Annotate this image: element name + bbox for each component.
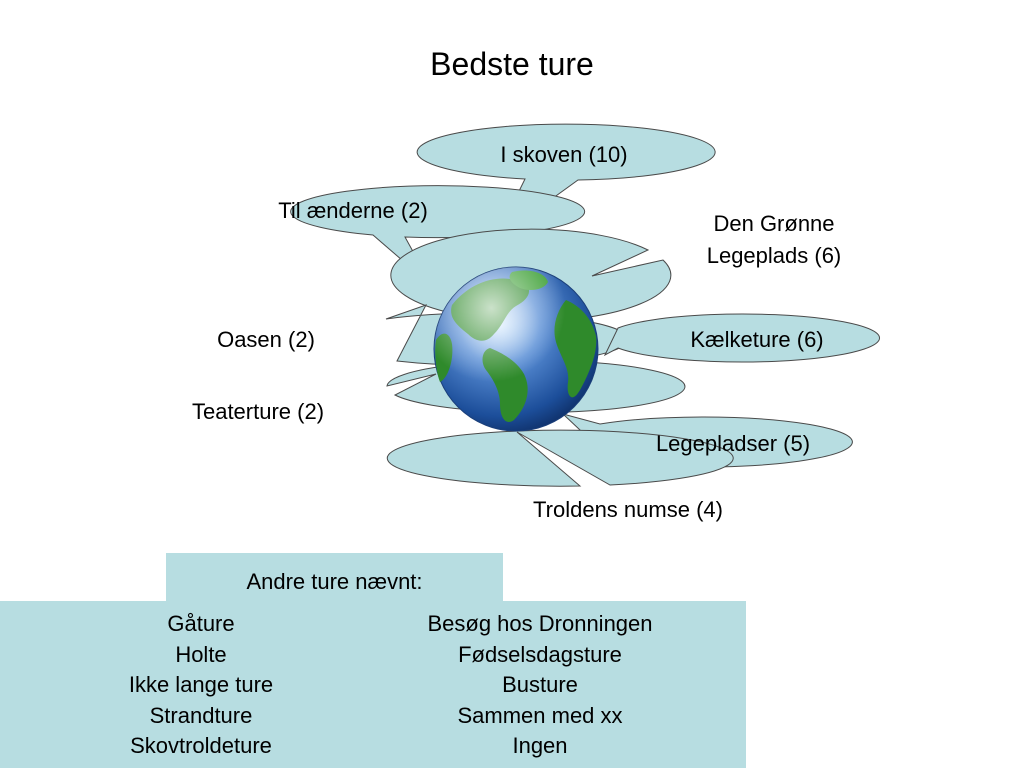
list-item: Holte bbox=[175, 641, 227, 667]
list-item: Busture bbox=[502, 672, 578, 698]
list-item: Ingen bbox=[512, 733, 568, 759]
other-trips-left-column: Gåture Holte Ikke lange ture Strandture … bbox=[101, 609, 301, 762]
bubble-troldens-numse bbox=[386, 429, 734, 487]
other-trips-header: Andre ture nævnt: bbox=[166, 553, 503, 603]
list-item: Sammen med xx bbox=[457, 702, 623, 728]
list-item: Skovtroldeture bbox=[130, 733, 272, 759]
bubble-label-legepladser: Legepladser (5) bbox=[655, 431, 811, 456]
other-trips-right-column: Besøg hos Dronningen Fødselsdagsture Bus… bbox=[390, 609, 690, 762]
list-item: Fødselsdagsture bbox=[458, 641, 622, 667]
list-item: Ikke lange ture bbox=[128, 672, 274, 698]
globe-icon bbox=[433, 266, 599, 432]
list-item: Gåture bbox=[167, 611, 235, 636]
bubble-label-til-aenderne: Til ænderne (2) bbox=[278, 198, 428, 223]
bubble-label-kaelketure: Kælketure (6) bbox=[690, 327, 824, 352]
bubble-kaelketure bbox=[603, 313, 880, 363]
bubble-label-teaterture: Teaterture (2) bbox=[191, 399, 325, 424]
slide-title: Bedste ture bbox=[430, 46, 594, 82]
bubble-label-troldens-numse: Troldens numse (4) bbox=[533, 497, 723, 522]
bubble-label-i-skoven: I skoven (10) bbox=[500, 142, 628, 167]
bubble-label-den-groenne-legeplads: Den Grønne Legeplads (6) bbox=[706, 211, 842, 268]
list-item: Strandture bbox=[149, 702, 253, 728]
list-item: Besøg hos Dronningen bbox=[427, 611, 653, 636]
bubble-i-skoven bbox=[416, 123, 716, 241]
other-trips-box: Gåture Holte Ikke lange ture Strandture … bbox=[0, 601, 746, 768]
bubble-label-oasen: Oasen (2) bbox=[217, 327, 315, 352]
